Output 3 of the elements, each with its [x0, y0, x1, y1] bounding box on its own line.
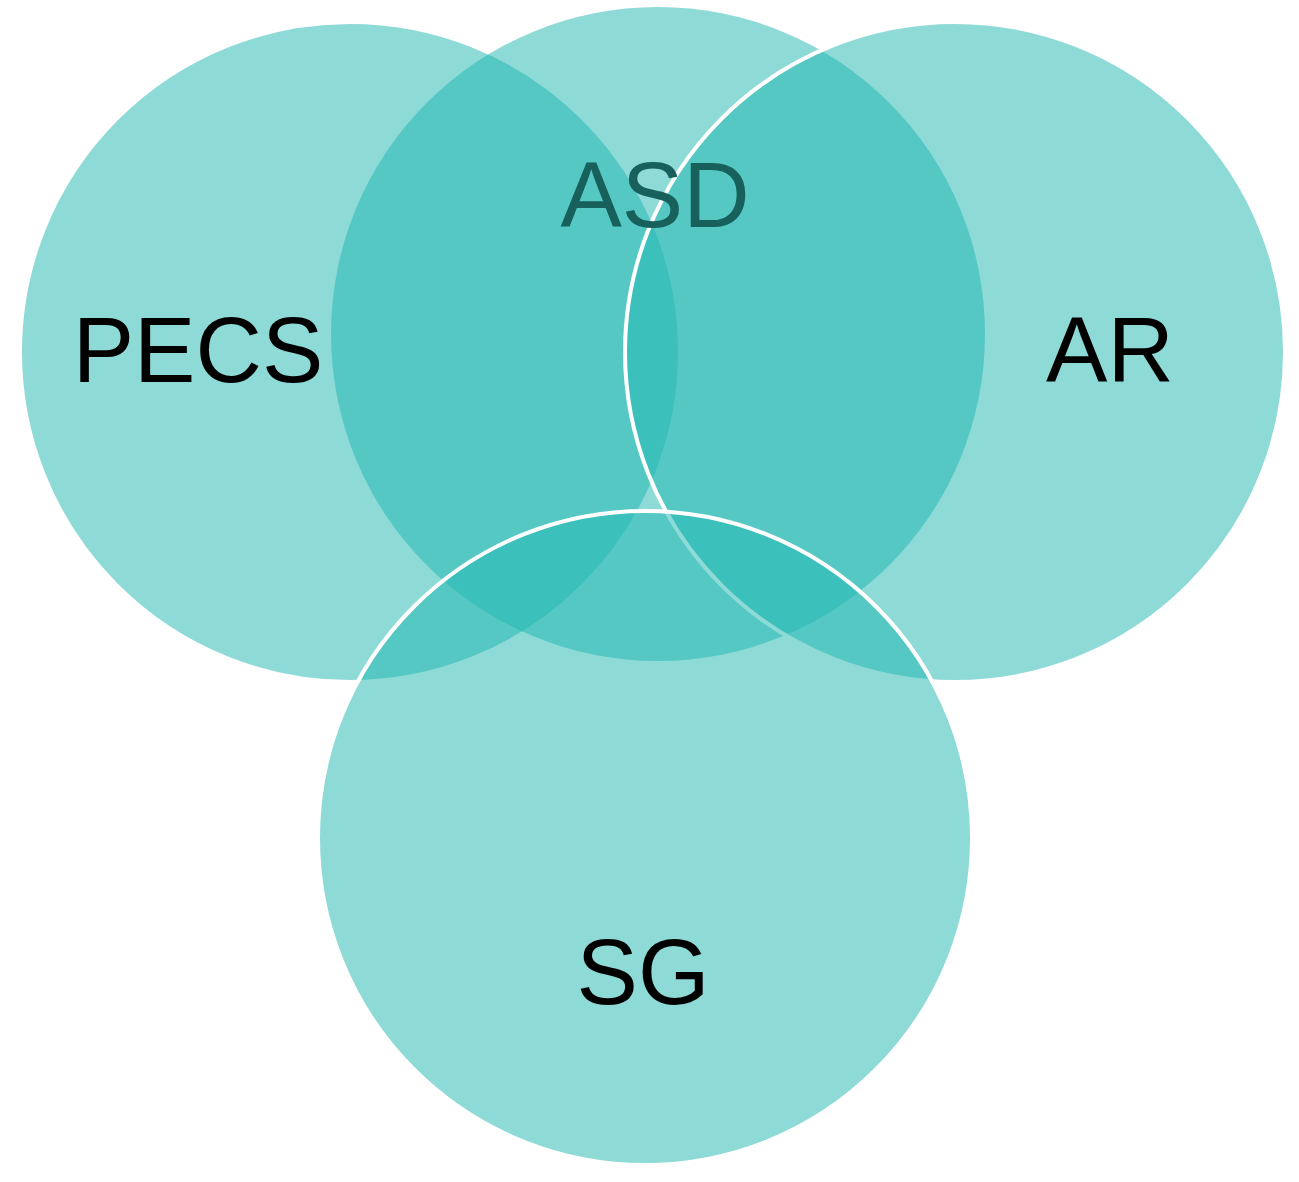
- set-label: AR: [1046, 304, 1174, 396]
- set-label: SG: [576, 926, 710, 1018]
- set-label: PECS: [72, 304, 324, 396]
